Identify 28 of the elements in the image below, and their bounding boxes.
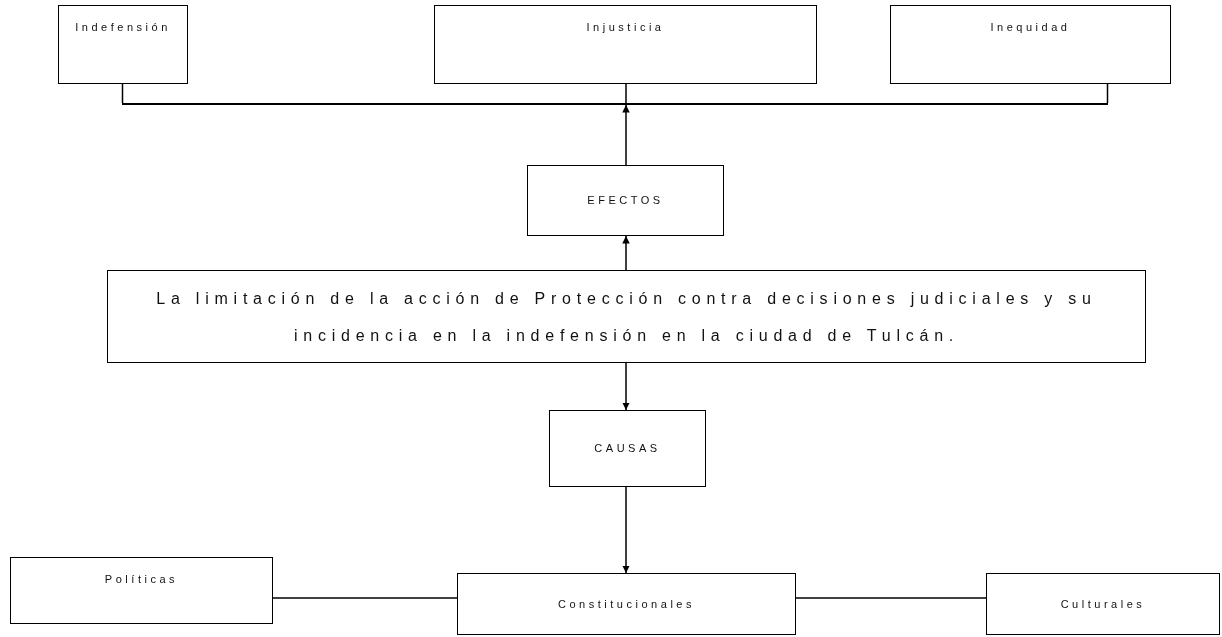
box-label: Injusticia bbox=[586, 20, 665, 35]
arrow bbox=[622, 235, 630, 271]
arrow bbox=[622, 486, 630, 574]
connector-line bbox=[795, 597, 987, 599]
box-label: Culturales bbox=[1060, 596, 1146, 612]
text-box bbox=[107, 270, 1146, 363]
box-label: CAUSAS bbox=[594, 441, 661, 456]
text-box bbox=[434, 5, 817, 84]
problem-statement: La limitación de la acción de Protección contra decisiones judiciales y su incidencia en la indefensión en la ciudad de Tulcán. bbox=[155, 288, 1098, 346]
bracket-line bbox=[122, 103, 1108, 105]
text-box bbox=[457, 573, 796, 635]
box-label: EFECTOS bbox=[587, 193, 664, 208]
text-box bbox=[58, 5, 188, 84]
box-label: Constitucionales bbox=[558, 596, 695, 612]
connector-line bbox=[1106, 83, 1109, 104]
box-label: Indefensión bbox=[75, 20, 171, 35]
box-label: Inequidad bbox=[990, 20, 1071, 35]
text-box bbox=[986, 573, 1220, 635]
connector-line bbox=[121, 83, 124, 104]
text-box bbox=[549, 410, 706, 487]
connector-line bbox=[272, 597, 458, 599]
text-box bbox=[527, 165, 724, 236]
connector-line bbox=[625, 83, 627, 104]
arrow bbox=[622, 104, 630, 166]
arrow bbox=[622, 362, 630, 411]
text-box bbox=[10, 557, 273, 624]
box-label: Políticas bbox=[104, 572, 179, 587]
text-box bbox=[890, 5, 1171, 84]
